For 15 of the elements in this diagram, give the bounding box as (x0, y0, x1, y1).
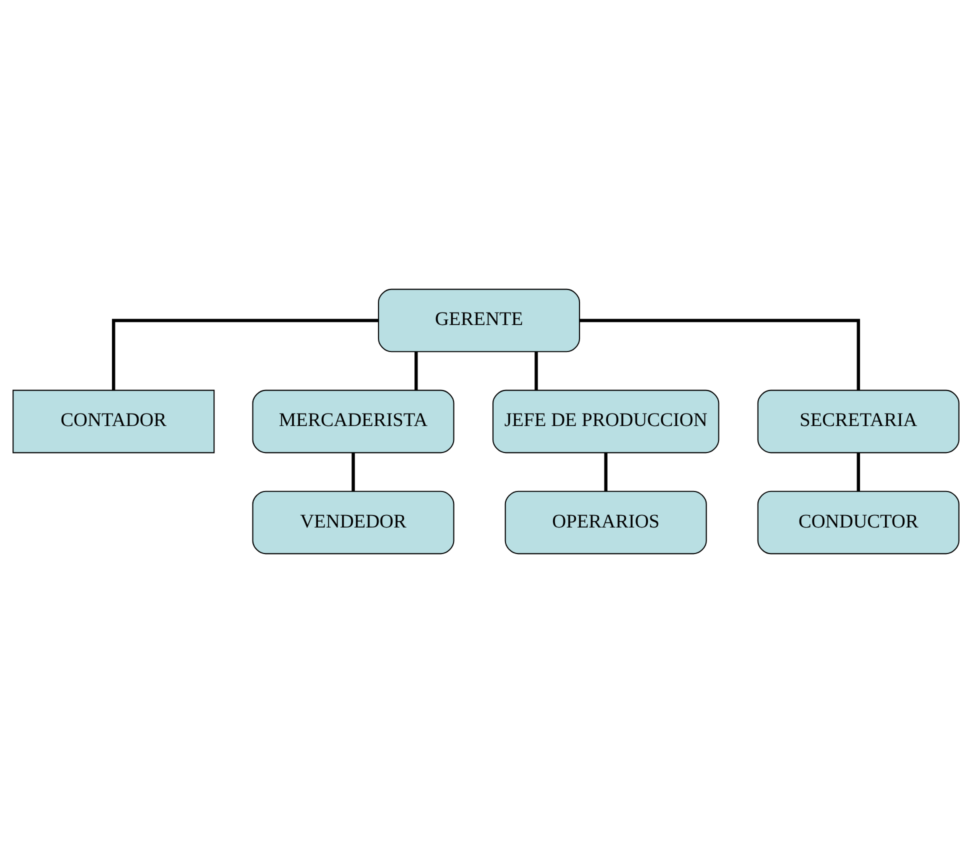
node-box: JEFE DE PRODUCCION (492, 390, 720, 454)
node-box: OPERARIOS (504, 490, 707, 554)
connector (580, 318, 860, 390)
node-box: CONTADOR (12, 390, 215, 454)
connector (534, 352, 538, 390)
node-box: MERCADERISTA (252, 390, 454, 454)
node-box: GERENTE (378, 288, 580, 352)
connector (112, 318, 378, 390)
node-box: SECRETARIA (757, 390, 960, 454)
connector (352, 452, 355, 492)
node-box: VENDEDOR (252, 490, 454, 554)
connector (414, 352, 418, 390)
connector (856, 452, 860, 492)
node-box: CONDUCTOR (757, 490, 960, 554)
connector (604, 452, 608, 492)
